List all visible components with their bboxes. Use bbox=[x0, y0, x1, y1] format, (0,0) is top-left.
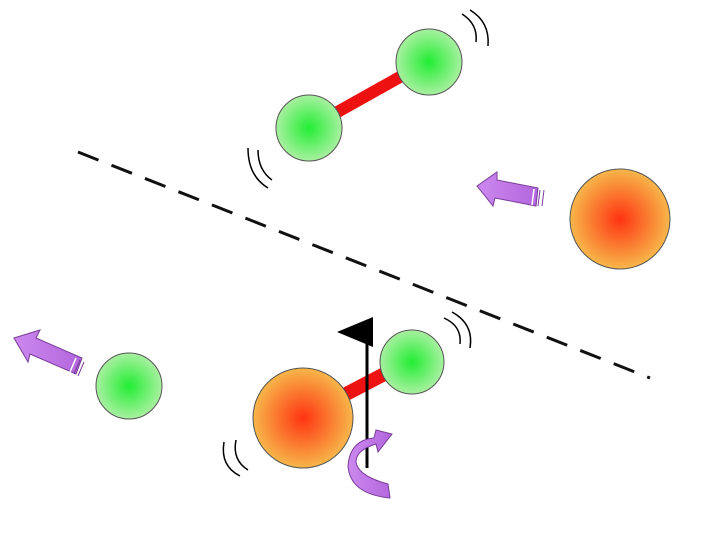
atom-small-departing bbox=[95, 352, 163, 420]
vibration-arcs-icon bbox=[461, 9, 489, 47]
divider-dashed-line bbox=[77, 150, 651, 380]
atom-small-before-right bbox=[395, 28, 463, 96]
atom-small-before-left bbox=[275, 94, 343, 162]
atom-small-after bbox=[379, 329, 445, 395]
block-arrow-icon bbox=[13, 329, 85, 377]
molecule-before bbox=[247, 9, 489, 189]
curved-rotation-arrow-icon bbox=[347, 429, 393, 499]
atom-large-after bbox=[252, 367, 354, 469]
vibration-arcs-icon bbox=[443, 311, 472, 349]
vibration-arcs-icon bbox=[222, 439, 249, 477]
vibration-arcs-icon bbox=[247, 147, 273, 189]
block-arrow-icon bbox=[476, 171, 545, 208]
atom-large-incoming bbox=[569, 168, 671, 270]
molecule-after bbox=[222, 311, 472, 499]
